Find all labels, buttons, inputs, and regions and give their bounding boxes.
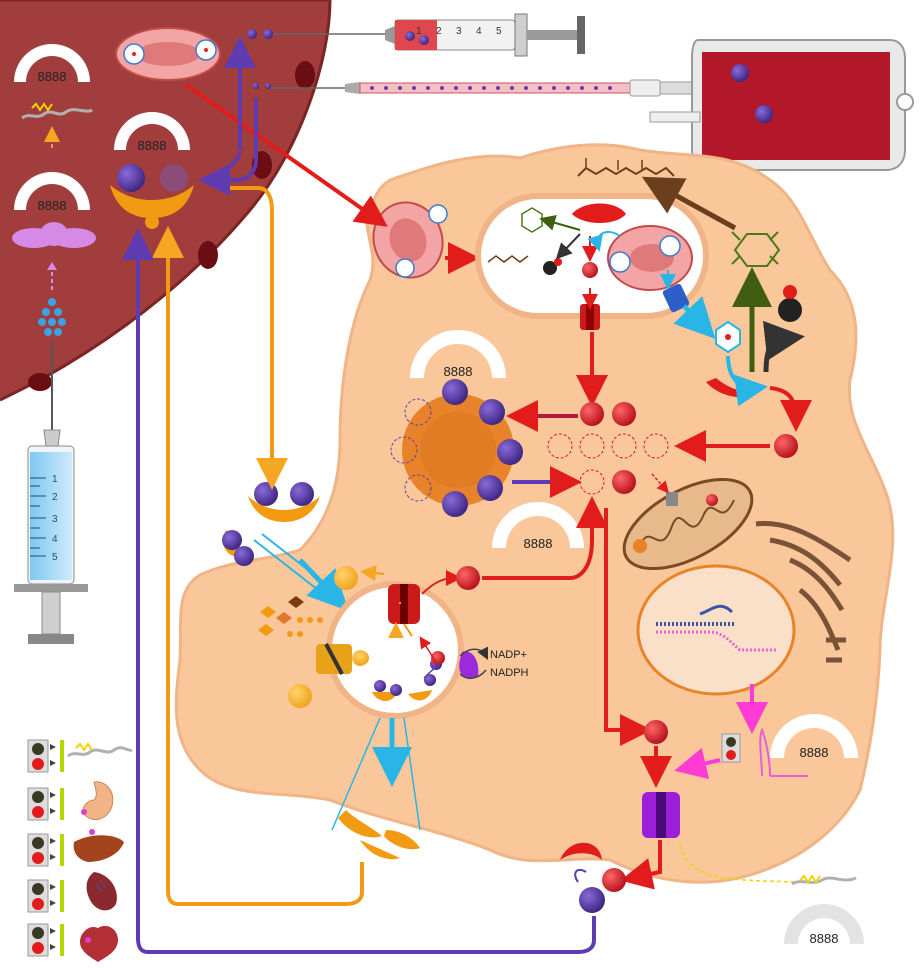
- iv-iron-dots: [38, 298, 66, 336]
- bone-marrow-icon: [12, 222, 96, 248]
- steap3: [459, 651, 479, 680]
- syringe-red: 1 2 3 4 5: [270, 13, 585, 57]
- svg-text:8888: 8888: [138, 138, 167, 153]
- nerve-icon: [21, 102, 93, 120]
- legend-row-spleen: [27, 872, 117, 913]
- bilirubin: [577, 158, 675, 177]
- svg-text:4: 4: [476, 26, 482, 37]
- svg-text:5: 5: [52, 552, 58, 563]
- heart-icon: [80, 925, 118, 962]
- svg-text:8888: 8888: [38, 198, 67, 213]
- svg-text:1: 1: [416, 26, 422, 37]
- gauge-top-left-2: 8888: [14, 172, 90, 213]
- switch-icon: [721, 733, 741, 763]
- ceruloplasmin: [560, 842, 602, 860]
- svg-text:4: 4: [52, 534, 58, 545]
- svg-text:5: 5: [496, 26, 502, 37]
- hepcidin-nerve-icon: [791, 874, 857, 886]
- hydroxychain: [258, 596, 323, 637]
- svg-text:8888: 8888: [800, 745, 829, 760]
- stomach-icon: [82, 781, 114, 821]
- svg-text:2: 2: [436, 26, 442, 37]
- iv-line: [270, 79, 701, 97]
- legend-row-nerve: [27, 739, 133, 773]
- heme-carrier: [316, 643, 352, 675]
- ferritin-shell: [390, 379, 523, 517]
- gauge-bottom-right: 8888: [784, 904, 864, 946]
- ferroportin: [642, 792, 680, 838]
- svg-text:8888: 8888: [810, 931, 839, 946]
- biliverdin: [731, 231, 781, 267]
- svg-text:8888: 8888: [38, 69, 67, 84]
- senescent-rbc: [372, 201, 448, 279]
- gauge-top-left-3: 8888: [114, 112, 190, 153]
- dmt1-transporter: [388, 584, 420, 624]
- transferrin-receptor-complex: [222, 482, 320, 566]
- nadph-label: NADPH: [490, 667, 529, 679]
- mitochondrion: [622, 477, 754, 571]
- svg-text:8888: 8888: [444, 364, 473, 379]
- svg-text:2: 2: [52, 492, 58, 503]
- legend-row-stomach: [27, 781, 114, 821]
- svg-text:3: 3: [52, 514, 58, 525]
- labile-iron-pool: [547, 402, 669, 495]
- gauge-cytosol: 8888: [492, 502, 584, 551]
- gauge-mrna: 8888: [770, 714, 858, 760]
- nramp1-transporter: [580, 304, 600, 330]
- legend-row-liver: [27, 829, 124, 867]
- endoplasmic-reticulum: [755, 520, 852, 663]
- red-blood-cell: [115, 27, 221, 81]
- svg-text:8888: 8888: [524, 536, 553, 551]
- gauge-ferritin: 8888: [410, 330, 506, 379]
- blood-bag: [649, 39, 914, 171]
- svg-text:3: 3: [456, 26, 462, 37]
- legend: [27, 739, 133, 962]
- heme-molecule: [715, 320, 741, 354]
- syringe-blue: 1 2 3 4 5: [14, 429, 88, 644]
- gauge-top-left-1: 8888: [14, 44, 90, 84]
- legend-row-heart: [27, 923, 118, 962]
- mrna-hairpin: [759, 727, 808, 777]
- liver-icon: [73, 835, 124, 862]
- nadp-plus-label: NADP+: [490, 649, 527, 661]
- carbon-monoxide: [778, 285, 802, 322]
- apo-transferrin: [338, 810, 420, 860]
- nucleus: [636, 564, 796, 696]
- transferrin-with-iron: [110, 164, 194, 229]
- svg-text:1: 1: [52, 474, 58, 485]
